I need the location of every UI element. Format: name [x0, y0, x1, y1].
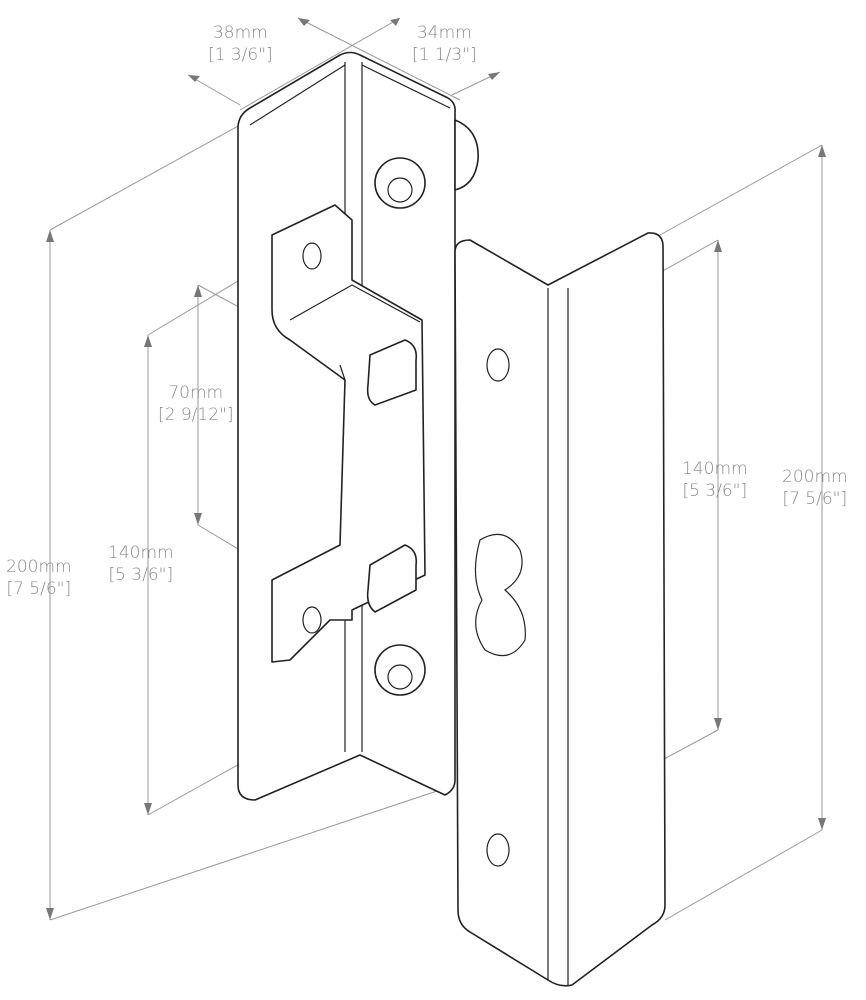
dimension-inch: [5 3/6"] — [108, 565, 174, 585]
dimension-label-slot-spacing: 70mm [2 9/12"] — [158, 382, 233, 426]
left-bracket — [237, 51, 479, 801]
dimension-label-width-b: 34mm [1 1/3"] — [412, 22, 477, 66]
dimension-mm: 34mm — [416, 23, 472, 43]
right-bracket — [454, 232, 666, 987]
dimension-label-height-left: 200mm [7 5/6"] — [6, 556, 72, 600]
dimension-label-width-a: 38mm [1 3/6"] — [208, 22, 273, 66]
dimension-inch: [1 3/6"] — [208, 45, 273, 65]
dimension-mm: 140mm — [682, 459, 748, 479]
dimension-mm: 38mm — [212, 23, 268, 43]
dimension-mm: 70mm — [168, 383, 224, 403]
dimension-arrows — [46, 18, 826, 920]
dimension-inch: [5 3/6"] — [682, 481, 748, 501]
dimension-label-height-right: 200mm [7 5/6"] — [782, 466, 848, 510]
dimension-label-hole-spacing-right: 140mm [5 3/6"] — [682, 458, 748, 502]
dimension-mm: 200mm — [782, 467, 848, 487]
dimension-mm: 140mm — [108, 543, 174, 563]
dimension-mm: 200mm — [6, 557, 72, 577]
dimension-inch: [2 9/12"] — [158, 405, 234, 425]
dimension-inch: [7 5/6"] — [6, 579, 72, 599]
dimension-label-hole-spacing-left: 140mm [5 3/6"] — [108, 542, 174, 586]
dimension-inch: [1 1/3"] — [412, 45, 477, 65]
dimension-inch: [7 5/6"] — [782, 489, 848, 509]
